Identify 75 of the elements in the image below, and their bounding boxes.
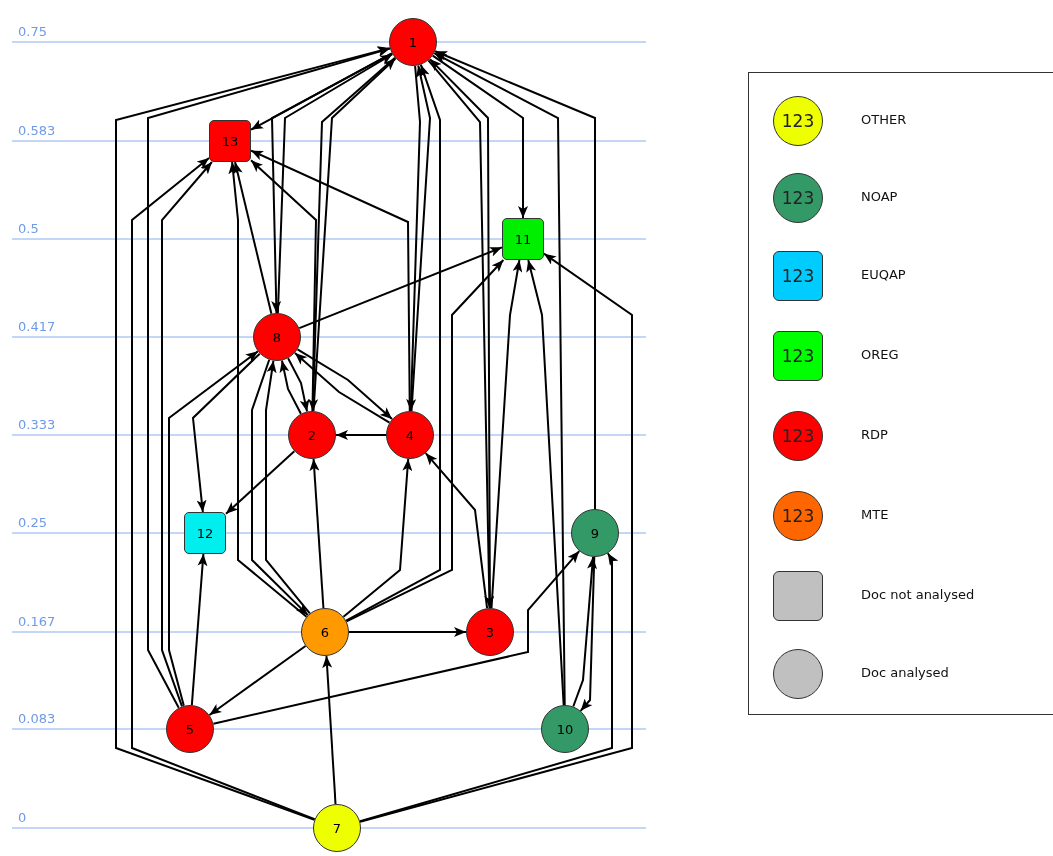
circle-node: 7: [313, 804, 361, 852]
axis-tick-label: 0.167: [18, 614, 56, 629]
swatch-label: 123: [781, 266, 815, 286]
arrow: [191, 352, 261, 513]
arrow: [345, 259, 505, 623]
arrow: [410, 64, 431, 413]
arrow: [359, 252, 633, 823]
arrow: [342, 457, 413, 618]
axis-tick-label: 0: [18, 810, 27, 825]
arrow: [279, 359, 302, 415]
arrow: [424, 452, 489, 610]
arrow: [572, 555, 598, 708]
axis-tick-label: 0.25: [18, 515, 47, 530]
swatch-label: 123: [781, 506, 815, 526]
arrow: [250, 52, 393, 131]
circle-node: 4: [386, 411, 434, 459]
axis-tick-label: 0.75: [18, 24, 47, 39]
circle-node: 5: [166, 705, 214, 753]
arrow: [265, 359, 311, 615]
axis-tick-label: 0.5: [18, 221, 39, 236]
legend-label: MTE: [861, 507, 889, 522]
circle-node: 9: [571, 509, 619, 557]
arrow: [190, 553, 208, 707]
arrow: [161, 161, 213, 708]
arrow: [250, 149, 411, 412]
arrow: [322, 654, 337, 806]
axis-tick-label: 0.583: [18, 123, 56, 138]
circle-node: 10: [541, 705, 589, 753]
arrow: [490, 259, 523, 610]
arrow: [287, 357, 310, 413]
axis-tick-label: 0.333: [18, 417, 56, 432]
legend-label: Doc analysed: [861, 665, 949, 680]
arrow: [147, 47, 391, 709]
arrow: [434, 50, 596, 510]
circle-node: 2: [288, 411, 336, 459]
arrow: [348, 627, 467, 637]
arrow: [526, 259, 565, 707]
legend-label: NOAP: [861, 189, 898, 204]
arrow: [228, 161, 308, 618]
arrow: [335, 430, 387, 440]
square-node: 13: [209, 120, 251, 162]
arrow: [131, 156, 316, 821]
arrow: [250, 159, 317, 412]
arrow: [406, 64, 421, 412]
legend-label: OTHER: [861, 112, 907, 127]
square-node: 11: [502, 218, 544, 260]
arrow: [359, 552, 619, 823]
arrow: [168, 350, 259, 707]
swatch-label: 123: [781, 426, 815, 446]
axis-tick-label: 0.417: [18, 319, 56, 334]
arrow: [251, 358, 309, 617]
arrow: [225, 450, 296, 515]
arrow: [345, 63, 441, 622]
legend-label: EUQAP: [861, 267, 906, 282]
arrow: [212, 550, 581, 725]
swatch-label: 123: [781, 188, 815, 208]
circle-node: 6: [301, 608, 349, 656]
legend-label: Doc not analysed: [861, 587, 975, 602]
square-node: 12: [184, 512, 226, 554]
swatch-label: 123: [781, 111, 815, 131]
arrow: [115, 46, 391, 821]
circle-node: 3: [466, 608, 514, 656]
legend-label: RDP: [861, 427, 888, 442]
arrow: [208, 645, 307, 716]
arrow: [433, 52, 566, 706]
arrow: [298, 246, 503, 330]
circle-node: 8: [253, 313, 301, 361]
swatch-label: 123: [781, 346, 815, 366]
arrow: [431, 54, 528, 219]
arrow: [232, 161, 273, 315]
legend-label: OREG: [861, 347, 899, 362]
axis-tick-label: 0.083: [18, 711, 56, 726]
arrow: [579, 556, 596, 712]
arrow: [309, 457, 325, 610]
circle-node: 1: [389, 18, 437, 66]
